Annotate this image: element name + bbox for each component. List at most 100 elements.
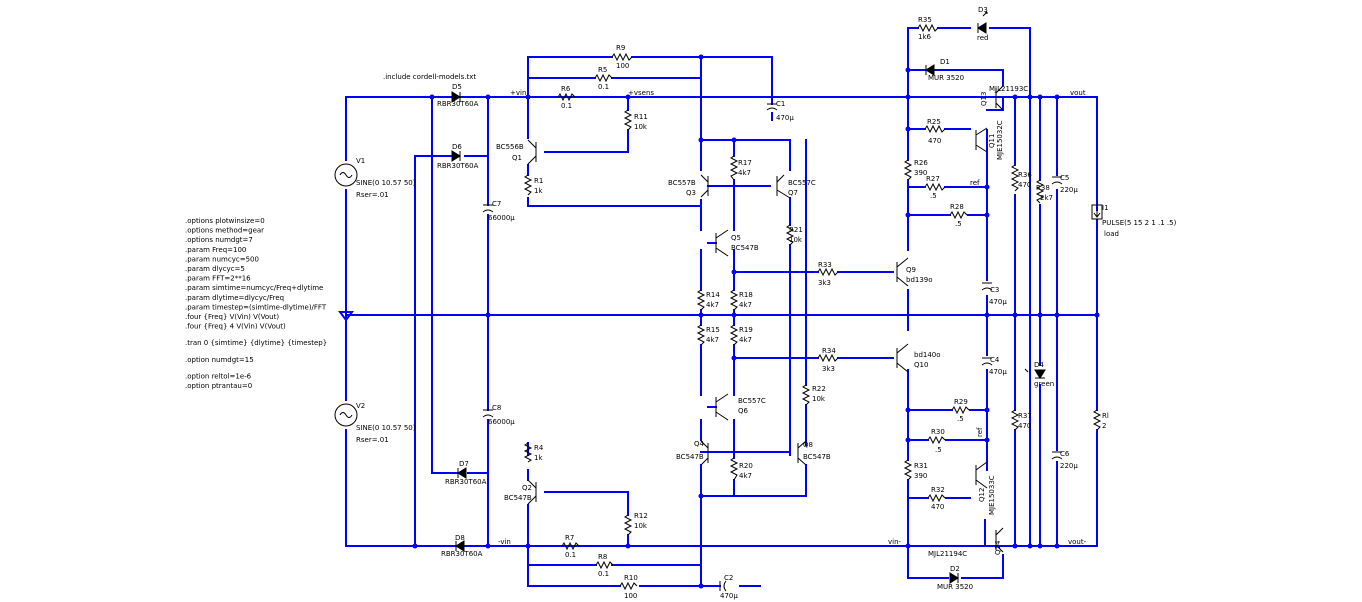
diode-d6[interactable]: D6 RBR30T60A [437,143,479,170]
diode-d2[interactable]: D2 MUR 3520 [937,565,973,591]
resistor-r4[interactable]: R4 1k [523,442,544,463]
capacitor-c8[interactable]: C8 66000µ [482,404,515,426]
diode-d1[interactable]: D1 MUR 3520 [925,58,964,82]
resistor-r35[interactable]: R35 1k6 [917,16,939,41]
c6-name: C6 [1060,450,1070,458]
q1-name: Q1 [512,154,522,162]
capacitor-c7[interactable]: C7 66000µ [482,200,515,222]
resistor-r6[interactable]: R6 0.1 [557,85,576,110]
capacitor-c6[interactable]: C6 220µ [1051,450,1078,470]
q6-name: Q6 [738,407,749,415]
diode-d7[interactable]: D7 RBR30T60A [445,460,487,486]
r21-value: 10k [789,236,803,244]
d5-name: D5 [452,83,462,91]
transistor-q8[interactable]: Q8 BC547B [797,440,831,466]
diode-d4[interactable]: D4 green [1024,361,1054,388]
c2-value: 470µ [720,592,738,600]
r15-name: R15 [706,326,720,334]
d5-value: RBR30T60A [437,100,479,108]
r17-value: 4k7 [738,169,751,177]
transistor-q2[interactable]: Q2 BC547B [504,479,537,505]
directive-line: .param Freq=100 [185,246,246,254]
resistor-r7[interactable]: R7 0.1 [561,534,580,559]
resistor-r15[interactable]: R15 4k7 [696,324,720,346]
net-ref-1: ref [970,179,980,187]
q12-value: MJE15033C [988,475,996,515]
resistor-r1[interactable]: R1 1k [523,174,543,196]
resistor-r33[interactable]: R33 3k3 [817,261,839,287]
resistor-r31[interactable]: R31 390 [903,459,928,481]
capacitor-c1[interactable]: C1 470µ [766,100,794,122]
transistor-q4[interactable]: Q4 BC547B [676,440,709,466]
resistor-r29[interactable]: R29 .5 [951,398,970,423]
resistor-r9[interactable]: R9 100 [611,44,633,70]
transistor-q9[interactable]: Q9 bd139o [896,257,933,287]
r4-value: 1k [534,454,543,462]
resistor-r28[interactable]: R28 .5 [949,203,968,228]
resistor-r17[interactable]: R17 4k7 [729,155,752,181]
transistor-q1[interactable]: BC556B Q1 [496,139,537,165]
resistor-r22[interactable]: R22 10k [801,384,826,406]
resistor-r27[interactable]: R27 .5 [924,175,946,200]
transistor-q14[interactable]: MJL21194C Q14 [928,527,1004,558]
resistor-r18[interactable]: R18 4k7 [729,289,753,311]
source-v2[interactable]: V2 SINE(0 10.57 50) Rser=.01 [334,402,416,444]
r9-value: 100 [616,62,629,70]
c3-name: C3 [990,286,999,294]
resistor-r5[interactable]: R5 0.1 [594,66,613,91]
resistor-r19[interactable]: R19 4k7 [729,324,753,346]
resistor-r20[interactable]: R20 4k7 [729,457,753,481]
r31-name: R31 [914,462,928,470]
diode-d8[interactable]: D8 RBR30T60A [441,534,483,558]
c7-value: 66000µ [488,214,515,222]
resistor-r26[interactable]: R26 390 [903,159,928,181]
resistor-rl[interactable]: Rl 2 [1092,409,1109,431]
r9-name: R9 [616,44,625,52]
resistor-r10[interactable]: R10 100 [619,574,638,600]
r4-name: R4 [534,444,544,452]
resistor-r8[interactable]: R8 0.1 [595,553,614,578]
resistor-r38[interactable]: R38 2k7 [1035,179,1053,204]
q10-name: Q10 [914,361,928,369]
capacitor-c3[interactable]: C3 470µ [981,282,1007,306]
capacitor-c4[interactable]: C4 470µ [981,356,1007,376]
transistor-q7[interactable]: BC557C Q7 [776,174,816,199]
source-i1[interactable]: I1 PULSE(5 15 2 1 .1 .5) load [1091,204,1177,238]
d4-name: D4 [1034,361,1044,369]
diode-d5[interactable]: D5 RBR30T60A [437,83,479,108]
i1-value: PULSE(5 15 2 1 .1 .5) [1102,219,1177,227]
transistor-q3[interactable]: BC557B Q3 [668,174,709,198]
r6-name: R6 [561,85,571,93]
resistor-r32[interactable]: R32 470 [927,486,946,511]
resistor-r37[interactable]: R37 470 [1010,409,1032,431]
resistor-r25[interactable]: R25 470 [924,118,946,145]
resistor-r14[interactable]: R14 4k7 [696,289,720,311]
resistor-r12[interactable]: R12 10k [623,512,648,536]
r5-name: R5 [598,66,607,74]
transistor-q5[interactable]: Q5 BC547B [715,229,759,257]
directive-line: .option reltol=1e-6 [185,372,252,380]
r30-name: R30 [931,428,945,436]
resistor-r36[interactable]: R36 470 [1010,164,1032,192]
transistor-q12[interactable]: Q12 MJE15033C [975,461,996,515]
transistor-q6[interactable]: BC557C Q6 [715,393,766,421]
net-vout-minus: vout- [1068,538,1087,546]
q14-value: MJL21194C [928,550,967,558]
resistor-r21[interactable]: R21 10k [785,224,803,246]
v1-name: V1 [356,157,365,165]
resistor-r30[interactable]: R30 .5 [927,428,946,454]
directive-line: .param timestep=(simtime-dlytime)/FFT [185,303,327,311]
source-v1[interactable]: V1 SINE(0 10.57 50) Rser=.01 [334,157,416,199]
transistor-q10[interactable]: bd140o Q10 [896,343,941,373]
transistor-q11[interactable]: Q11 MJE15032C [975,120,1004,160]
transistor-q13[interactable]: Q13 MJL21193C [980,85,1028,111]
capacitor-c2[interactable]: C2 470µ [719,574,738,600]
diode-d3[interactable]: D3 red [977,6,988,42]
d1-name: D1 [940,58,950,66]
d1-value: MUR 3520 [928,74,964,82]
capacitor-c5[interactable]: C5 220µ [1051,174,1078,194]
r35-value: 1k6 [918,33,932,41]
resistor-r11[interactable]: R11 10k [623,109,648,131]
resistor-r34[interactable]: R34 3k3 [817,347,839,373]
